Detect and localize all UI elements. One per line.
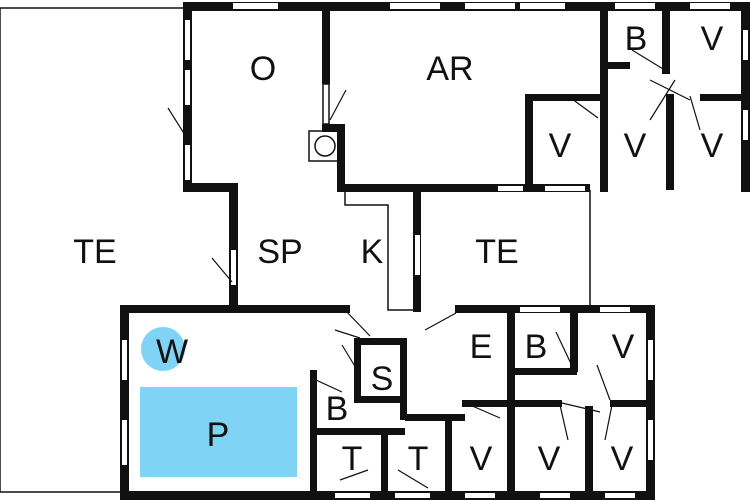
whirlpool [141, 327, 185, 371]
room-label-p: P [207, 416, 230, 454]
room-label-v-row2-b: V [624, 127, 647, 165]
room-label-v-row2-c: V [701, 127, 724, 165]
room-label-sp: SP [257, 233, 302, 271]
room-label-w: W [156, 333, 188, 371]
room-label-b-mid: B [525, 328, 548, 366]
room-labels: O AR B V V V V TE SP K TE W E B V S B P … [73, 20, 723, 478]
room-label-e: E [470, 328, 493, 366]
room-label-k: K [361, 233, 384, 271]
room-label-ar: AR [426, 50, 473, 88]
room-label-s: S [371, 360, 394, 398]
room-label-t-a: T [342, 440, 363, 478]
room-label-b-low: B [326, 390, 349, 428]
room-label-b-top: B [625, 20, 648, 58]
room-label-v-mid-right: V [612, 328, 635, 366]
room-label-te-left: TE [73, 233, 116, 271]
room-label-t-b: T [408, 440, 429, 478]
room-label-v-bot-a: V [470, 440, 493, 478]
windows [122, 3, 748, 498]
stove-icon [308, 130, 342, 162]
room-label-te-mid: TE [475, 233, 518, 271]
room-label-v-bot-c: V [611, 440, 634, 478]
room-label-v-bot-b: V [538, 440, 561, 478]
room-label-v-top-right: V [701, 20, 724, 58]
room-label-v-row2-a: V [549, 127, 572, 165]
terrace-outline [0, 7, 591, 493]
door-swing-icon [167, 49, 701, 489]
pool [140, 387, 297, 477]
room-label-o: O [250, 50, 276, 88]
